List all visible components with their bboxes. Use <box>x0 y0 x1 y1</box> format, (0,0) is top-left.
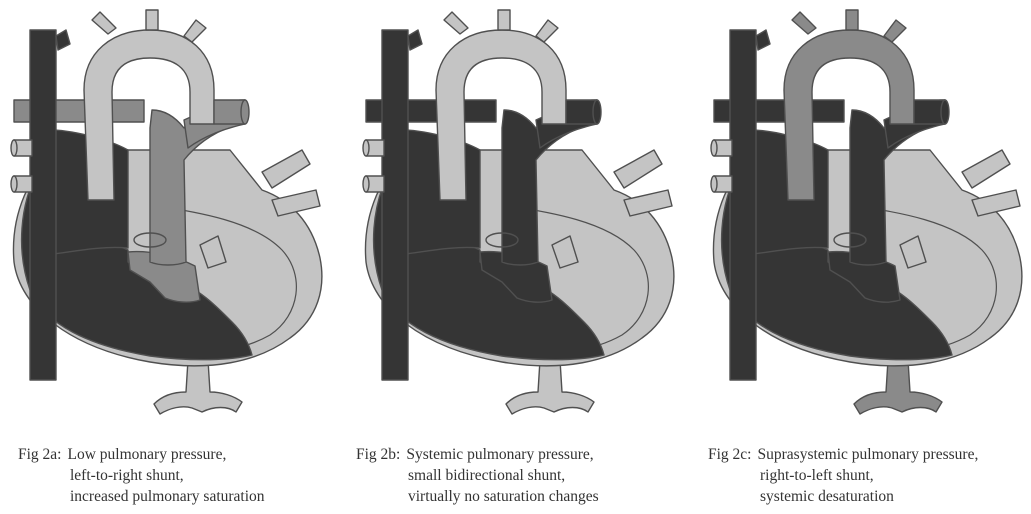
arch-branch-2 <box>846 10 858 30</box>
caption-line-3: virtually no saturation changes <box>356 486 599 507</box>
descending-aorta <box>506 360 594 414</box>
left-pulmonary-vein-2 <box>272 190 320 216</box>
arch-branch-3 <box>184 20 206 42</box>
pulmonary-vein-1-end <box>363 140 369 156</box>
arch-branch-3 <box>536 20 558 42</box>
caption-2c: Fig 2c: Suprasystemic pulmonary pressure,… <box>708 444 978 507</box>
caption-line-1: Suprasystemic pulmonary pressure, <box>758 446 979 463</box>
left-pulmonary-vein-1 <box>614 150 662 188</box>
heart-group <box>11 10 322 414</box>
heart-diagram-2a <box>0 0 343 430</box>
vena-cava <box>730 30 756 380</box>
vena-cava <box>382 30 408 380</box>
caption-line-1: Systemic pulmonary pressure, <box>406 446 593 463</box>
heart-group <box>363 10 674 414</box>
fig-label: Fig 2b: <box>356 446 400 463</box>
vena-cava-branch <box>56 30 70 50</box>
branch-right-end <box>241 100 249 124</box>
arch-branch-1 <box>444 12 468 34</box>
caption-line-2: small bidirectional shunt, <box>356 465 599 486</box>
arch-branch-2 <box>146 10 158 30</box>
caption-line-2: left-to-right shunt, <box>18 465 265 486</box>
left-pulmonary-vein-1 <box>262 150 310 188</box>
caption-2a: Fig 2a: Low pulmonary pressure, left-to-r… <box>18 444 265 507</box>
fig-label: Fig 2c: <box>708 446 752 463</box>
pulmonary-vein-2-end <box>363 176 369 192</box>
heart-diagram-2b <box>352 0 695 430</box>
branch-right-end <box>941 100 949 124</box>
left-pulmonary-vein-2 <box>972 190 1020 216</box>
descending-aorta <box>854 360 942 414</box>
caption-line-1: Low pulmonary pressure, <box>68 446 227 463</box>
vena-cava <box>30 30 56 380</box>
left-pulmonary-vein-2 <box>624 190 672 216</box>
heart-group <box>711 10 1022 414</box>
caption-2b: Fig 2b: Systemic pulmonary pressure, smal… <box>356 444 599 507</box>
branch-right-end <box>593 100 601 124</box>
arch-branch-2 <box>498 10 510 30</box>
descending-aorta <box>154 360 242 414</box>
pulmonary-vein-1-end <box>711 140 717 156</box>
arch-branch-1 <box>792 12 816 34</box>
left-pulmonary-vein-1 <box>962 150 1010 188</box>
vena-cava-branch <box>756 30 770 50</box>
caption-line-2: right-to-left shunt, <box>708 465 978 486</box>
pulmonary-vein-1-end <box>11 140 17 156</box>
arch-branch-3 <box>884 20 906 42</box>
figure-panel-2c: Fig 2c: Suprasystemic pulmonary pressure,… <box>700 0 1031 514</box>
figure-panel-2a: Fig 2a: Low pulmonary pressure, left-to-r… <box>0 0 343 514</box>
heart-diagram-2c <box>700 0 1031 430</box>
vena-cava-branch <box>408 30 422 50</box>
pulmonary-vein-2-end <box>11 176 17 192</box>
fig-label: Fig 2a: <box>18 446 62 463</box>
caption-line-3: systemic desaturation <box>708 486 978 507</box>
figure-panel-2b: Fig 2b: Systemic pulmonary pressure, smal… <box>352 0 695 514</box>
caption-line-3: increased pulmonary saturation <box>18 486 265 507</box>
arch-branch-1 <box>92 12 116 34</box>
pulmonary-vein-2-end <box>711 176 717 192</box>
